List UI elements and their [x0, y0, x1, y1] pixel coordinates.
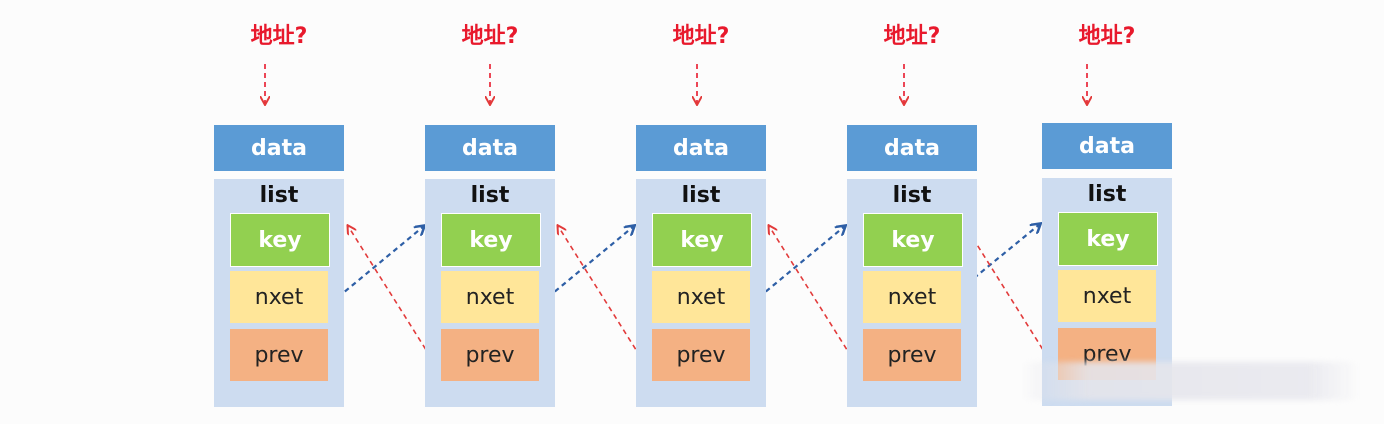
list-title: list [681, 183, 721, 208]
data-header: data [425, 125, 555, 171]
prev-field: prev [230, 329, 328, 381]
prev-field: prev [441, 329, 539, 381]
list-container: list key nxet prev [636, 179, 766, 407]
next-pointer-arrow [540, 226, 634, 304]
data-header: data [636, 125, 766, 171]
watermark-blur [1020, 362, 1360, 400]
list-title: list [1087, 182, 1127, 207]
prev-pointer-arrow [558, 226, 651, 373]
list-container: list key nxet prev [847, 179, 977, 407]
prev-pointer-arrow [964, 224, 1058, 373]
list-title: list [892, 183, 932, 208]
address-question-label: 地址? [1078, 24, 1136, 49]
list-container: list key nxet prev [425, 179, 555, 407]
key-field: key [230, 213, 330, 267]
next-field: nxet [652, 271, 750, 323]
list-title: list [470, 183, 510, 208]
next-field: nxet [1058, 270, 1156, 322]
prev-pointer-arrow [769, 226, 862, 373]
prev-field: prev [863, 329, 961, 381]
address-question-label: 地址? [250, 24, 308, 49]
list-container: list key nxet prev [214, 179, 344, 407]
list-title: list [259, 183, 299, 208]
key-field: key [441, 213, 541, 267]
key-field: key [863, 213, 963, 267]
address-question-label: 地址? [461, 24, 519, 49]
next-pointer-arrow [330, 226, 424, 304]
data-header: data [847, 125, 977, 171]
address-question-label: 地址? [672, 24, 730, 49]
data-header: data [1042, 123, 1172, 169]
key-field: key [1058, 212, 1158, 266]
prev-field: prev [652, 329, 750, 381]
next-field: nxet [441, 271, 539, 323]
prev-pointer-arrow [348, 226, 441, 373]
next-field: nxet [230, 271, 328, 323]
next-field: nxet [863, 271, 961, 323]
address-question-label: 地址? [883, 24, 941, 49]
next-pointer-arrow [751, 226, 845, 304]
key-field: key [652, 213, 752, 267]
data-header: data [214, 125, 344, 171]
